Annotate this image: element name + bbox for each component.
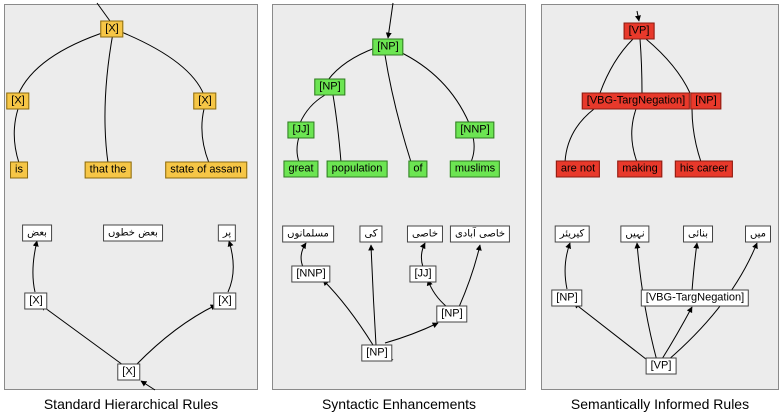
node-bottom-vbg-targnegation: [VBG-TargNegation] [640, 289, 750, 307]
node-bottom-vp: [VP] [645, 357, 677, 375]
edge-nptop-nnp [397, 50, 470, 124]
node-urdu-baaz-khatoon: بعض خطوں [103, 224, 163, 242]
node-urdu-ki: کی [359, 225, 383, 243]
panel-syntactic-enhancements: [NP] [NP] [JJ] [NNP] great population of… [272, 2, 526, 390]
edge-incoming-top [385, 2, 394, 39]
edge-npmid-jj [299, 94, 326, 124]
node-np: [NP] [690, 92, 722, 110]
edge-nptop-npmid [327, 47, 376, 81]
node-urdu-par: پر [217, 224, 237, 242]
edge-bjj-khasi [419, 242, 426, 268]
edge-broot-ki [368, 244, 377, 346]
edge-bnpright-bjj [426, 279, 448, 308]
node-state-of-assam: state of assam [165, 161, 247, 179]
node-making: making [617, 160, 663, 178]
node-great: great [283, 160, 319, 178]
edge-broot-bnpright [384, 322, 439, 344]
node-np-mid: [NP] [314, 78, 346, 96]
node-urdu-nahin: نہیں [620, 225, 650, 243]
node-urdu-mein: میں [745, 225, 771, 243]
node-urdu-baaz: بعض [22, 224, 52, 242]
edge-jj-great [296, 136, 300, 163]
node-bottom-np: [NP] [551, 289, 583, 307]
node-urdu-musalmanon: مسلمانوں [282, 225, 334, 243]
node-x-right: [X] [193, 92, 217, 110]
caption-standard-hierarchical-rules: Standard Hierarchical Rules [43, 396, 219, 412]
edge-incoming-top [634, 10, 641, 22]
node-x-left: [X] [6, 92, 30, 110]
node-are-not: are not [555, 160, 601, 178]
edge-vbg-making [631, 108, 638, 163]
node-that-the: that the [84, 161, 132, 179]
node-is: is [10, 161, 28, 179]
edge-incoming-top [96, 2, 111, 22]
edge-xtop-xleft [17, 30, 109, 96]
edge-bxright-par [227, 240, 234, 293]
edge-broot-bxright [135, 304, 217, 366]
node-population: population [326, 160, 388, 178]
caption-semantically-informed-rules: Semantically Informed Rules [570, 396, 750, 412]
edge-bvp-bnp [573, 302, 652, 364]
node-vp-top: [VP] [623, 22, 655, 40]
edge-vp-vbg-2 [639, 38, 643, 94]
edge-bvbg-banai [691, 242, 700, 292]
node-bottom-np-right: [NP] [436, 305, 468, 323]
edge-broot-bnnp [322, 279, 374, 346]
node-bottom-x-root: [X] [117, 363, 141, 381]
edge-npmid-population [332, 94, 342, 163]
edge-vbg-arenot [564, 108, 595, 163]
node-his-career: his career [674, 160, 734, 178]
edge-incoming-bottom [140, 380, 156, 391]
edge-bnnp-musalmanon [300, 242, 307, 268]
edge-xright-state [201, 108, 210, 164]
edge-nnp-muslims [470, 136, 475, 163]
edge-bnpright-khasiabadi [458, 244, 482, 308]
edge-vp-vbg [599, 38, 634, 94]
node-nnp: [NNP] [455, 121, 495, 139]
edge-nptop-of [384, 54, 412, 163]
edge-vp-np [645, 38, 691, 94]
panel-3-edges [564, 10, 758, 368]
node-bottom-x-left: [X] [24, 292, 48, 310]
edge-xleft-is [13, 108, 20, 164]
panel-semantically-informed-rules: [VP] [VBG-TargNegation] [NP] are not mak… [541, 4, 779, 390]
node-bottom-nnp: [NNP] [291, 265, 331, 283]
node-urdu-banai: بنائی [683, 225, 713, 243]
node-urdu-khasi: خاصی [406, 225, 444, 243]
node-bottom-x-right: [X] [213, 292, 237, 310]
edge-bxleft-baaz [32, 240, 39, 293]
edge-broot-bxleft [40, 304, 124, 366]
node-bottom-np-root: [NP] [361, 344, 393, 362]
edge-bnp-career [564, 242, 571, 290]
node-jj: [JJ] [287, 121, 315, 139]
node-bottom-jj: [JJ] [409, 265, 437, 283]
node-vbg-targnegation: [VBG-TargNegation] [581, 92, 691, 110]
panel-standard-hierarchical-rules: [X] [X] [X] is that the state of assam ب… [4, 2, 258, 391]
caption-syntactic-enhancements: Syntactic Enhancements [321, 396, 477, 412]
node-np-top: [NP] [372, 38, 404, 56]
node-muslims: muslims [449, 160, 501, 178]
edge-bvp-bvbg [661, 306, 693, 360]
node-x-top: [X] [100, 20, 124, 38]
edge-np-hiscareer [691, 108, 702, 163]
node-urdu-khasi-abadi: خاصی آبادی [449, 225, 511, 243]
edge-xtop-xright [118, 30, 205, 96]
panel-1-edges [13, 2, 234, 391]
node-urdu-career: کیریئر [554, 225, 590, 243]
panel-2-edges [296, 2, 482, 361]
edge-xtop-thatthe [104, 32, 114, 164]
node-of: of [408, 160, 428, 178]
